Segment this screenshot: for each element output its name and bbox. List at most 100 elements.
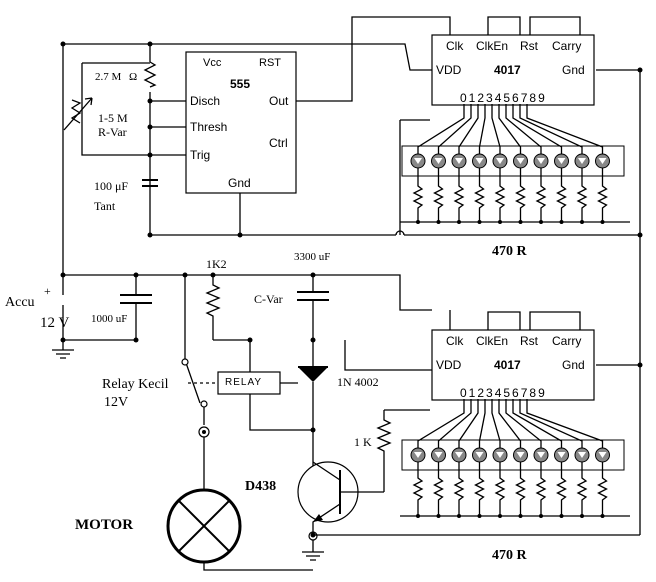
wire-motor-gnd [203, 562, 313, 571]
bottom-clk-label: Clk [446, 334, 464, 348]
bottom-vdd-label: VDD [436, 358, 462, 372]
resistor-470r [494, 168, 506, 222]
junction-dot [147, 232, 153, 238]
output-wire [526, 399, 604, 448]
junction-dot [133, 337, 139, 343]
resistor-470r [556, 462, 567, 516]
top-carry-label: Carry [552, 39, 582, 53]
label-rvar-2: R-Var [98, 125, 127, 139]
top-rst-label: Rst [520, 39, 538, 53]
label-2m7: 2.7 M [95, 71, 122, 83]
output-wire [512, 399, 563, 448]
junction-dot [147, 41, 153, 47]
output-wire [491, 104, 501, 154]
output-wire [478, 104, 486, 154]
resistor-1k2 [205, 275, 221, 340]
bottom-4017-name: 4017 [494, 358, 521, 372]
led-diode-symbol [598, 452, 607, 458]
cap-100uf [142, 179, 158, 187]
label-accu-plus: + [44, 284, 51, 298]
led-diode-symbol [496, 158, 504, 164]
junction-dot [133, 272, 139, 278]
output-wire [478, 399, 486, 448]
resistor-470r [535, 462, 547, 516]
label-470r-top: 470 R [492, 244, 527, 259]
ic555-thresh-label: Thresh [190, 120, 228, 134]
ground-left [52, 340, 74, 359]
cap-cvar [297, 291, 329, 301]
resistor-470r [597, 168, 608, 222]
junction-dot [310, 272, 316, 278]
led-diode-symbol [516, 158, 525, 164]
supply-rail-mid [63, 274, 432, 311]
output-wire [512, 104, 563, 154]
led-diode-symbol [557, 158, 566, 164]
wire-thresh-trig [149, 101, 186, 235]
output-wire [417, 104, 465, 154]
output-wire [498, 399, 522, 448]
junction-dot [247, 337, 253, 343]
junction-dot [60, 41, 66, 47]
led-diode-symbol [537, 452, 545, 458]
label-tant: Tant [94, 199, 116, 213]
ground-bottom [302, 540, 324, 561]
relay-switch [184, 275, 205, 425]
junction-dot [310, 532, 316, 538]
resistor-470r [474, 462, 485, 516]
resistor-470r [412, 462, 424, 516]
label-470r-bottom: 470 R [492, 548, 527, 563]
resistor-470r [556, 168, 567, 222]
output-wire [458, 104, 479, 154]
resistor-2m7 [143, 61, 157, 88]
wire-rvar [81, 62, 150, 156]
ic555-name: 555 [230, 77, 251, 91]
resistor-470r [412, 168, 424, 222]
bottom-carry-label: Carry [552, 334, 582, 348]
label-ohm: Ω [129, 71, 138, 83]
led-diode-symbol [537, 158, 545, 164]
bottom-gnd-label: Gnd [562, 358, 585, 372]
ic555-disch-label: Disch [190, 94, 221, 108]
wire-1000uf [63, 275, 137, 341]
output-wire [437, 399, 472, 448]
junction-dot [60, 272, 66, 278]
output-wire [491, 399, 501, 448]
output-wire [498, 104, 522, 154]
output-wire [505, 399, 542, 448]
switch-contact-1 [181, 358, 189, 366]
label-12v: 12 V [40, 315, 70, 331]
bottom-rst-label: Rst [520, 334, 538, 348]
motor-cross [178, 500, 230, 552]
wire-bottom-clk [344, 310, 451, 371]
resistor-470r [515, 168, 526, 222]
junction-dot [182, 272, 188, 278]
led-diode-symbol [557, 452, 566, 458]
junction-dot [147, 152, 153, 158]
led-diode-symbol [475, 452, 484, 458]
ic555-gnd-label: Gnd [228, 176, 251, 190]
label-1n4002: 1N 4002 [337, 375, 379, 389]
diode-1n4002 [298, 367, 328, 382]
label-1k: 1 K [354, 435, 372, 449]
switch-contact-2 [200, 400, 208, 408]
bottom-pin-numbers: 0123456789 [460, 386, 547, 400]
wire-vdd-top [352, 43, 432, 71]
resistor-1k [376, 410, 392, 492]
rvar-arrow [63, 97, 93, 131]
ic555-trig-label: Trig [190, 148, 211, 162]
wire-timing-res [149, 44, 186, 102]
junction-dot [637, 67, 643, 73]
ic-4017-bottom-body [431, 329, 595, 401]
output-wire [526, 104, 604, 154]
led-row-top [400, 104, 630, 224]
led-diode-symbol [578, 158, 586, 164]
resistor-470r [597, 462, 608, 516]
label-relay: RELAY [225, 377, 263, 388]
ic-4017-top-body [431, 34, 595, 106]
resistor-470r [474, 168, 485, 222]
led-diode-symbol [496, 452, 504, 458]
led-diode-symbol [516, 452, 525, 458]
top-clk-label: Clk [446, 39, 464, 53]
output-wire [519, 104, 583, 154]
